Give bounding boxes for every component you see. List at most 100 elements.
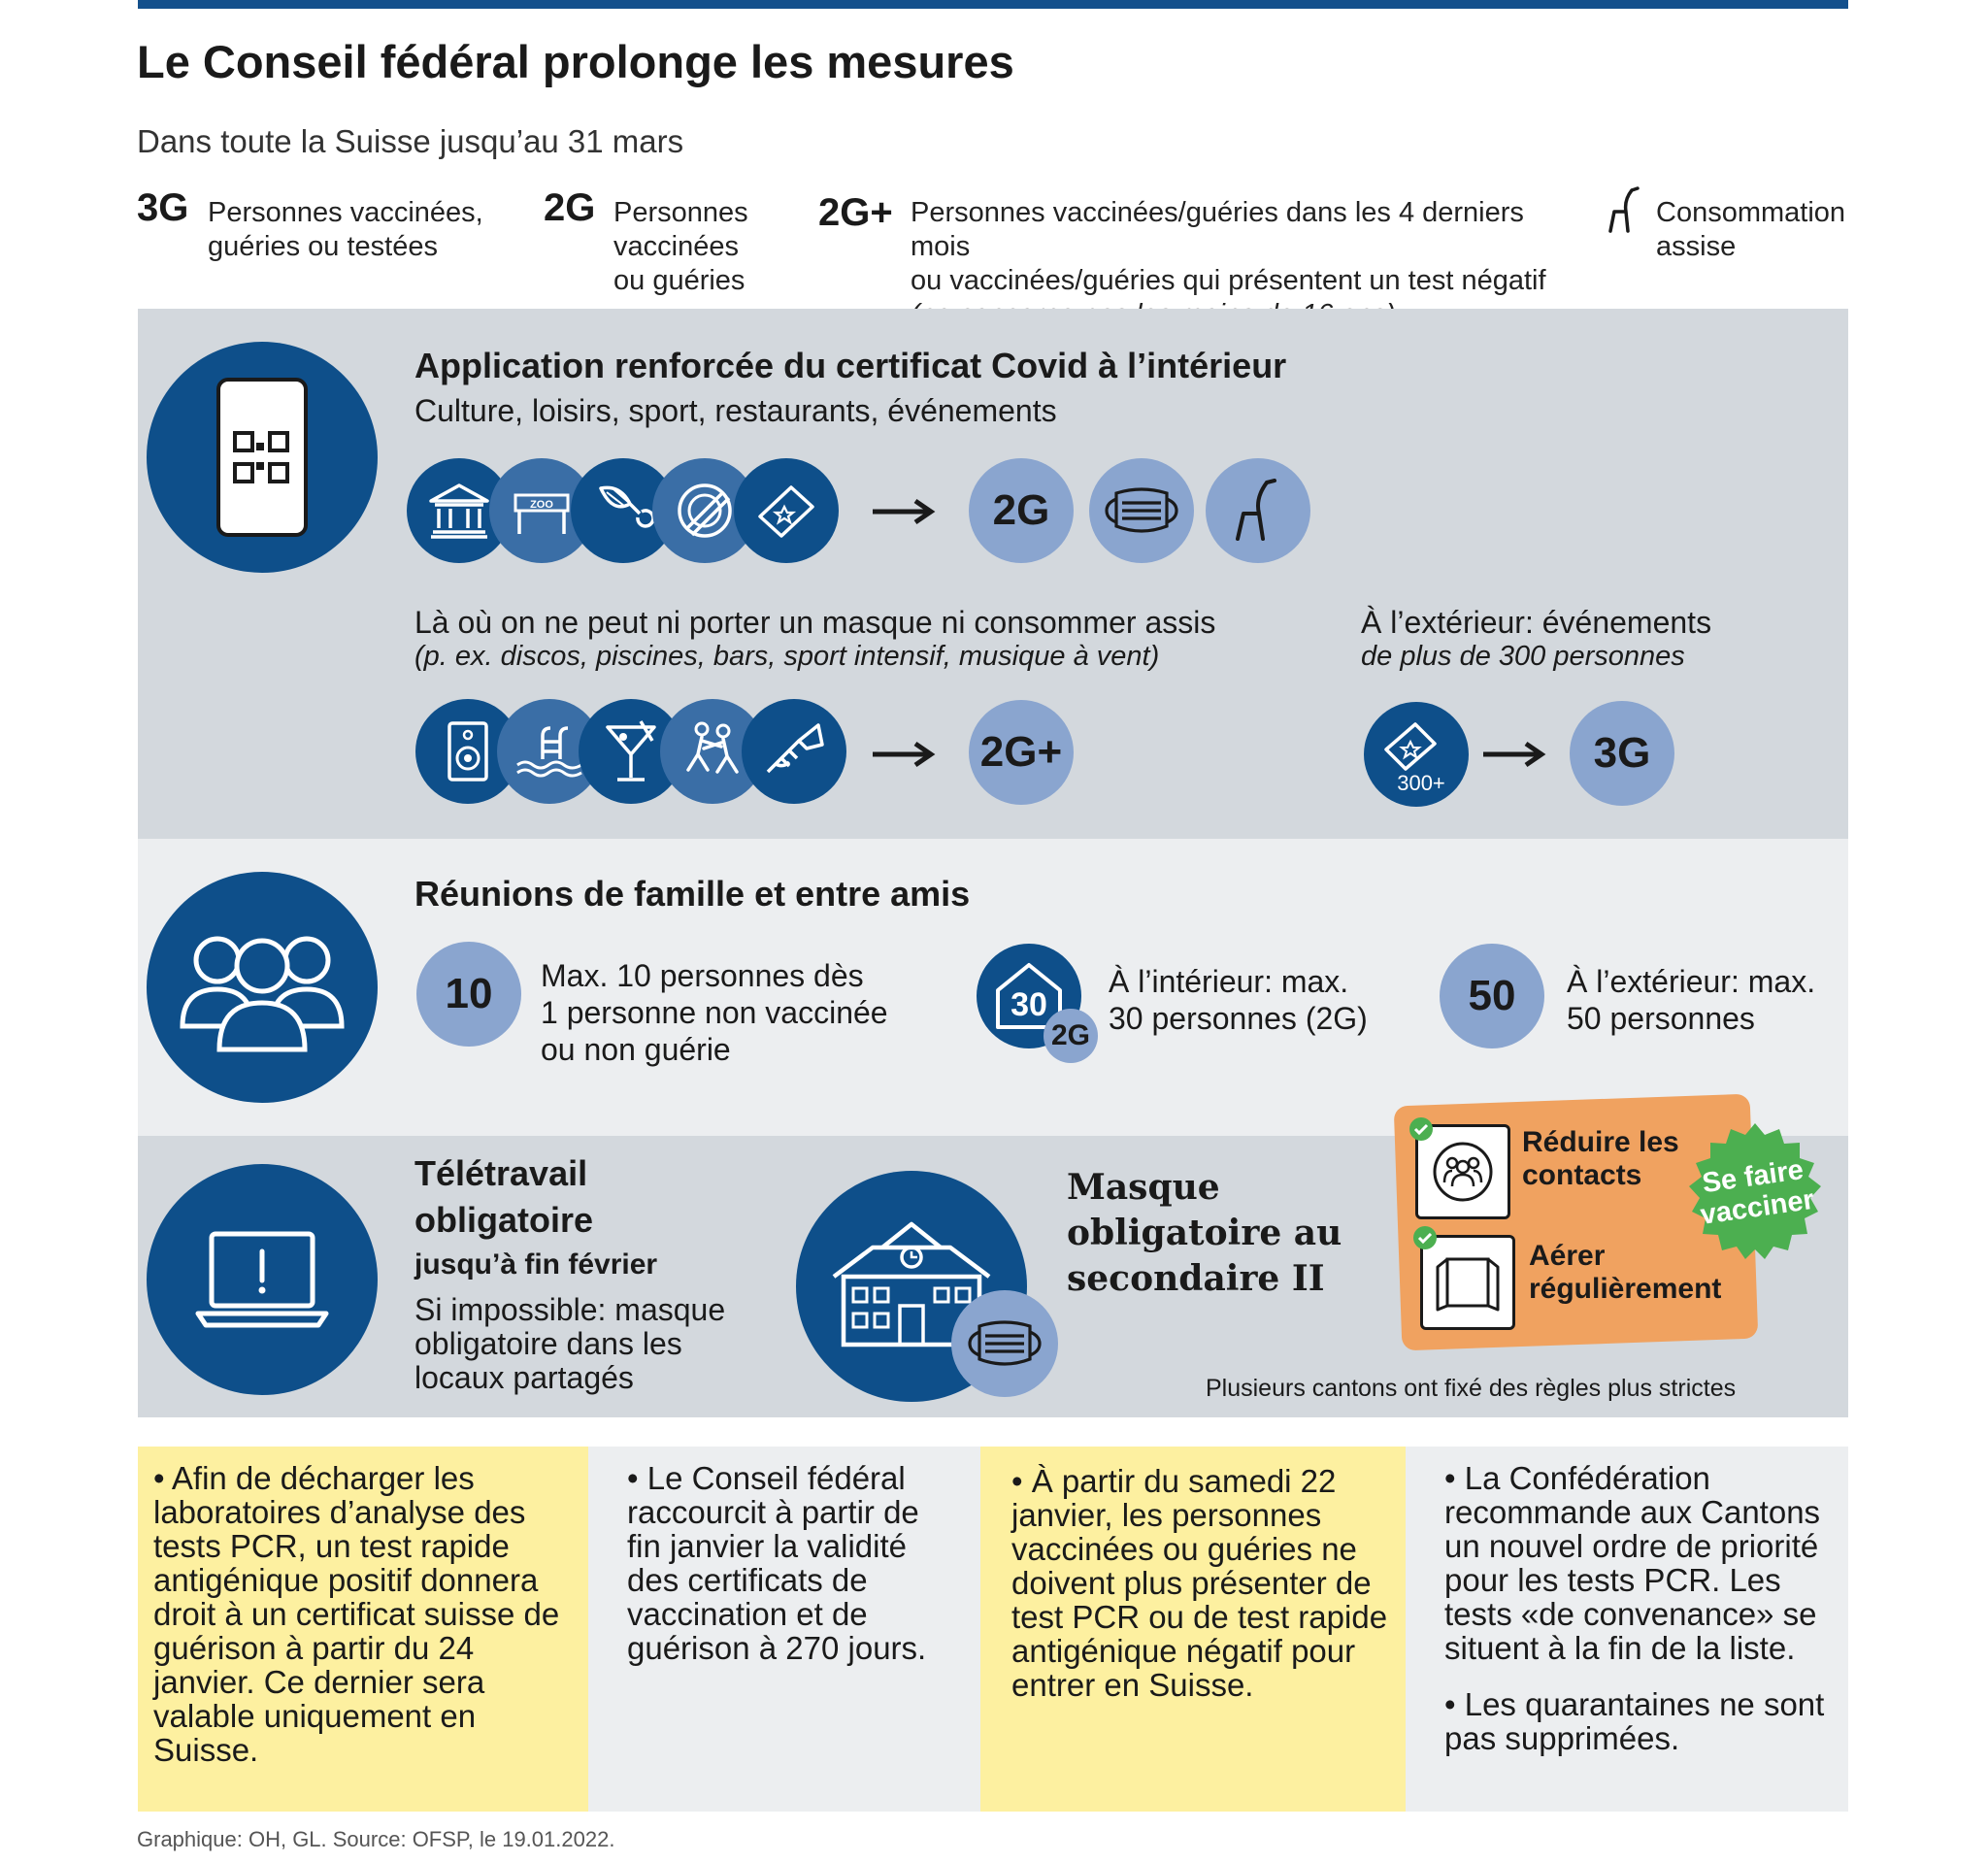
result-2gplus-badge: 2G+ — [969, 700, 1074, 805]
info-col-4 — [1406, 1447, 1848, 1812]
info-text-1: • Afin de décharger les laboratoires d’a… — [153, 1460, 560, 1768]
reduce-contacts-box — [1415, 1124, 1510, 1219]
legend-2gplus-line: ou vaccinées/guéries qui présentent un t… — [911, 265, 1546, 296]
air-line: régulièrement — [1529, 1273, 1722, 1305]
legend-2g-line: ou guéries — [613, 265, 746, 296]
certificate-heading: Application renforcée du certificat Covi… — [414, 346, 1287, 385]
info-col-1 — [138, 1447, 588, 1812]
max50-badge: 50 — [1440, 944, 1544, 1048]
telework-else-line: locaux partagés — [414, 1360, 634, 1395]
chair-icon — [1608, 186, 1640, 233]
zoo-label: ZOO — [530, 499, 553, 511]
outdoor-max-line: 50 personnes — [1567, 1001, 1755, 1036]
legend-seated-line: assise — [1656, 231, 1737, 262]
legend-2gplus-line: Personnes vaccinées/guéries dans les 4 d… — [911, 197, 1524, 262]
reduce-contacts-line: contacts — [1522, 1159, 1642, 1191]
top-rule — [138, 0, 1848, 9]
outdoor-events-text: À l’extérieur: événements — [1361, 605, 1712, 640]
legend-3g-code: 3G — [137, 186, 189, 229]
result-2gplus-text: 2G+ — [979, 728, 1063, 776]
source-note: Graphique: OH, GL. Source: OFSP, le 19.0… — [137, 1827, 615, 1851]
max50-number: 50 — [1468, 972, 1516, 1019]
telework-else: Si impossible: masque obligatoire dans l… — [414, 1293, 764, 1395]
indoor-text: À l’intérieur: max. 30 personnes (2G) — [1109, 963, 1419, 1037]
arrow-right-icon — [1483, 741, 1546, 768]
legend-3g-line: Personnes vaccinées, — [208, 197, 483, 228]
mask-icon — [1089, 458, 1194, 563]
mask-school-line: Masque — [1067, 1167, 1220, 1208]
telework-heading-line: Télétravail — [414, 1153, 588, 1193]
air-line: Aérer — [1529, 1240, 1606, 1272]
group-circle — [147, 872, 378, 1103]
family-heading: Réunions de famille et entre amis — [414, 874, 971, 914]
outdoor-max-text: À l’extérieur: max. 50 personnes — [1567, 963, 1848, 1037]
legend-2g-code: 2G — [544, 186, 596, 229]
telework-heading: Télétravail obligatoire — [414, 1150, 593, 1244]
check-icon — [1413, 1226, 1437, 1249]
info-col-3 — [980, 1447, 1406, 1812]
legend-2gplus-code: 2G+ — [818, 191, 893, 234]
max10-number: 10 — [445, 970, 493, 1017]
laptop-warning-icon — [195, 1231, 329, 1328]
info-text-3: • À partir du samedi 22 janvier, les per… — [1011, 1463, 1388, 1703]
mask-school-line: obligatoire au — [1067, 1213, 1342, 1253]
air-text: Aérer régulièrement — [1529, 1240, 1721, 1306]
result-3g-badge: 3G — [1570, 701, 1674, 806]
max10-text: Max. 10 personnes dès 1 personne non vac… — [541, 957, 929, 1068]
info-text-4b: • Les quarantaines ne sont pas supprimée… — [1444, 1686, 1825, 1756]
arrow-right-icon — [873, 741, 936, 768]
event-300-label: 300+ — [1397, 771, 1445, 795]
page-title: Le Conseil fédéral prolonge les mesures — [137, 36, 1014, 87]
info-text-4a: • La Confédération recommande aux Canton… — [1444, 1460, 1821, 1666]
cantons-note: Plusieurs cantons ont fixé des règles pl… — [1206, 1375, 1737, 1402]
telework-else-line: Si impossible: masque — [414, 1292, 726, 1327]
mask-school-heading: Masque obligatoire au secondaire II — [1067, 1165, 1342, 1302]
max10-line: ou non guérie — [541, 1032, 731, 1067]
info-text-2: • Le Conseil fédéral raccourcit à partir… — [627, 1460, 927, 1666]
window-icon — [1436, 1257, 1500, 1312]
phone-qr-circle — [147, 342, 378, 573]
phone-qr-icon — [216, 378, 308, 537]
max10-line: Max. 10 personnes dès — [541, 958, 864, 993]
legend-3g-desc: Personnes vaccinées, guéries ou testées — [208, 196, 528, 264]
telework-until: jusqu’à fin février — [414, 1248, 658, 1281]
max10-line: 1 personne non vaccinée — [541, 995, 888, 1030]
legend-3g-line: guéries ou testées — [208, 231, 438, 262]
indoor-2g-text: 2G — [1050, 1019, 1091, 1051]
legend-seated-line: Consommation — [1656, 197, 1846, 228]
indoor-2g-badge: 2G — [1044, 1009, 1098, 1063]
air-box — [1420, 1235, 1515, 1330]
check-icon — [1409, 1117, 1433, 1141]
group-people-icon — [180, 936, 345, 1052]
result-2g-text: 2G — [992, 486, 1050, 534]
nomask-text: Là où on ne peut ni porter un masque ni … — [414, 605, 1216, 640]
nomask-examples: (p. ex. discos, piscines, bars, sport in… — [414, 641, 1160, 672]
legend-2g-line: Personnes — [613, 197, 748, 228]
indoor-line: À l’intérieur: max. — [1109, 964, 1349, 999]
ticket-icon — [734, 458, 839, 563]
page-subtitle: Dans toute la Suisse jusqu’au 31 mars — [137, 123, 684, 159]
indoor-30-number: 30 — [1011, 986, 1047, 1023]
outdoor-events-sub: de plus de 300 personnes — [1361, 641, 1685, 672]
vaccinate-seal — [1689, 1123, 1821, 1259]
certificate-sub: Culture, loisirs, sport, restaurants, év… — [414, 393, 1057, 428]
chair-icon — [1206, 458, 1310, 563]
telework-heading-line: obligatoire — [414, 1200, 594, 1240]
contacts-icon — [1433, 1142, 1493, 1202]
reduce-contacts-text: Réduire les contacts — [1522, 1126, 1679, 1192]
result-3g-text: 3G — [1593, 729, 1651, 777]
legend-2g-line: vaccinées — [613, 231, 739, 262]
arrow-right-icon — [873, 498, 936, 525]
event-300-badge: 300+ — [1364, 702, 1469, 807]
max10-badge: 10 — [416, 942, 521, 1047]
legend-2g-desc: Personnes vaccinées ou guéries — [613, 196, 769, 298]
result-2g-badge: 2G — [969, 458, 1074, 563]
house-icon: 30 — [996, 963, 1062, 1029]
info-col-2 — [588, 1447, 980, 1812]
legend-seated-desc: Consommation assise — [1656, 196, 1850, 264]
mask-school-line: secondaire II — [1067, 1258, 1325, 1299]
reduce-contacts-line: Réduire les — [1522, 1126, 1679, 1158]
trumpet-icon — [742, 699, 846, 804]
outdoor-max-line: À l’extérieur: max. — [1567, 964, 1816, 999]
indoor-line: 30 personnes (2G) — [1109, 1001, 1368, 1036]
